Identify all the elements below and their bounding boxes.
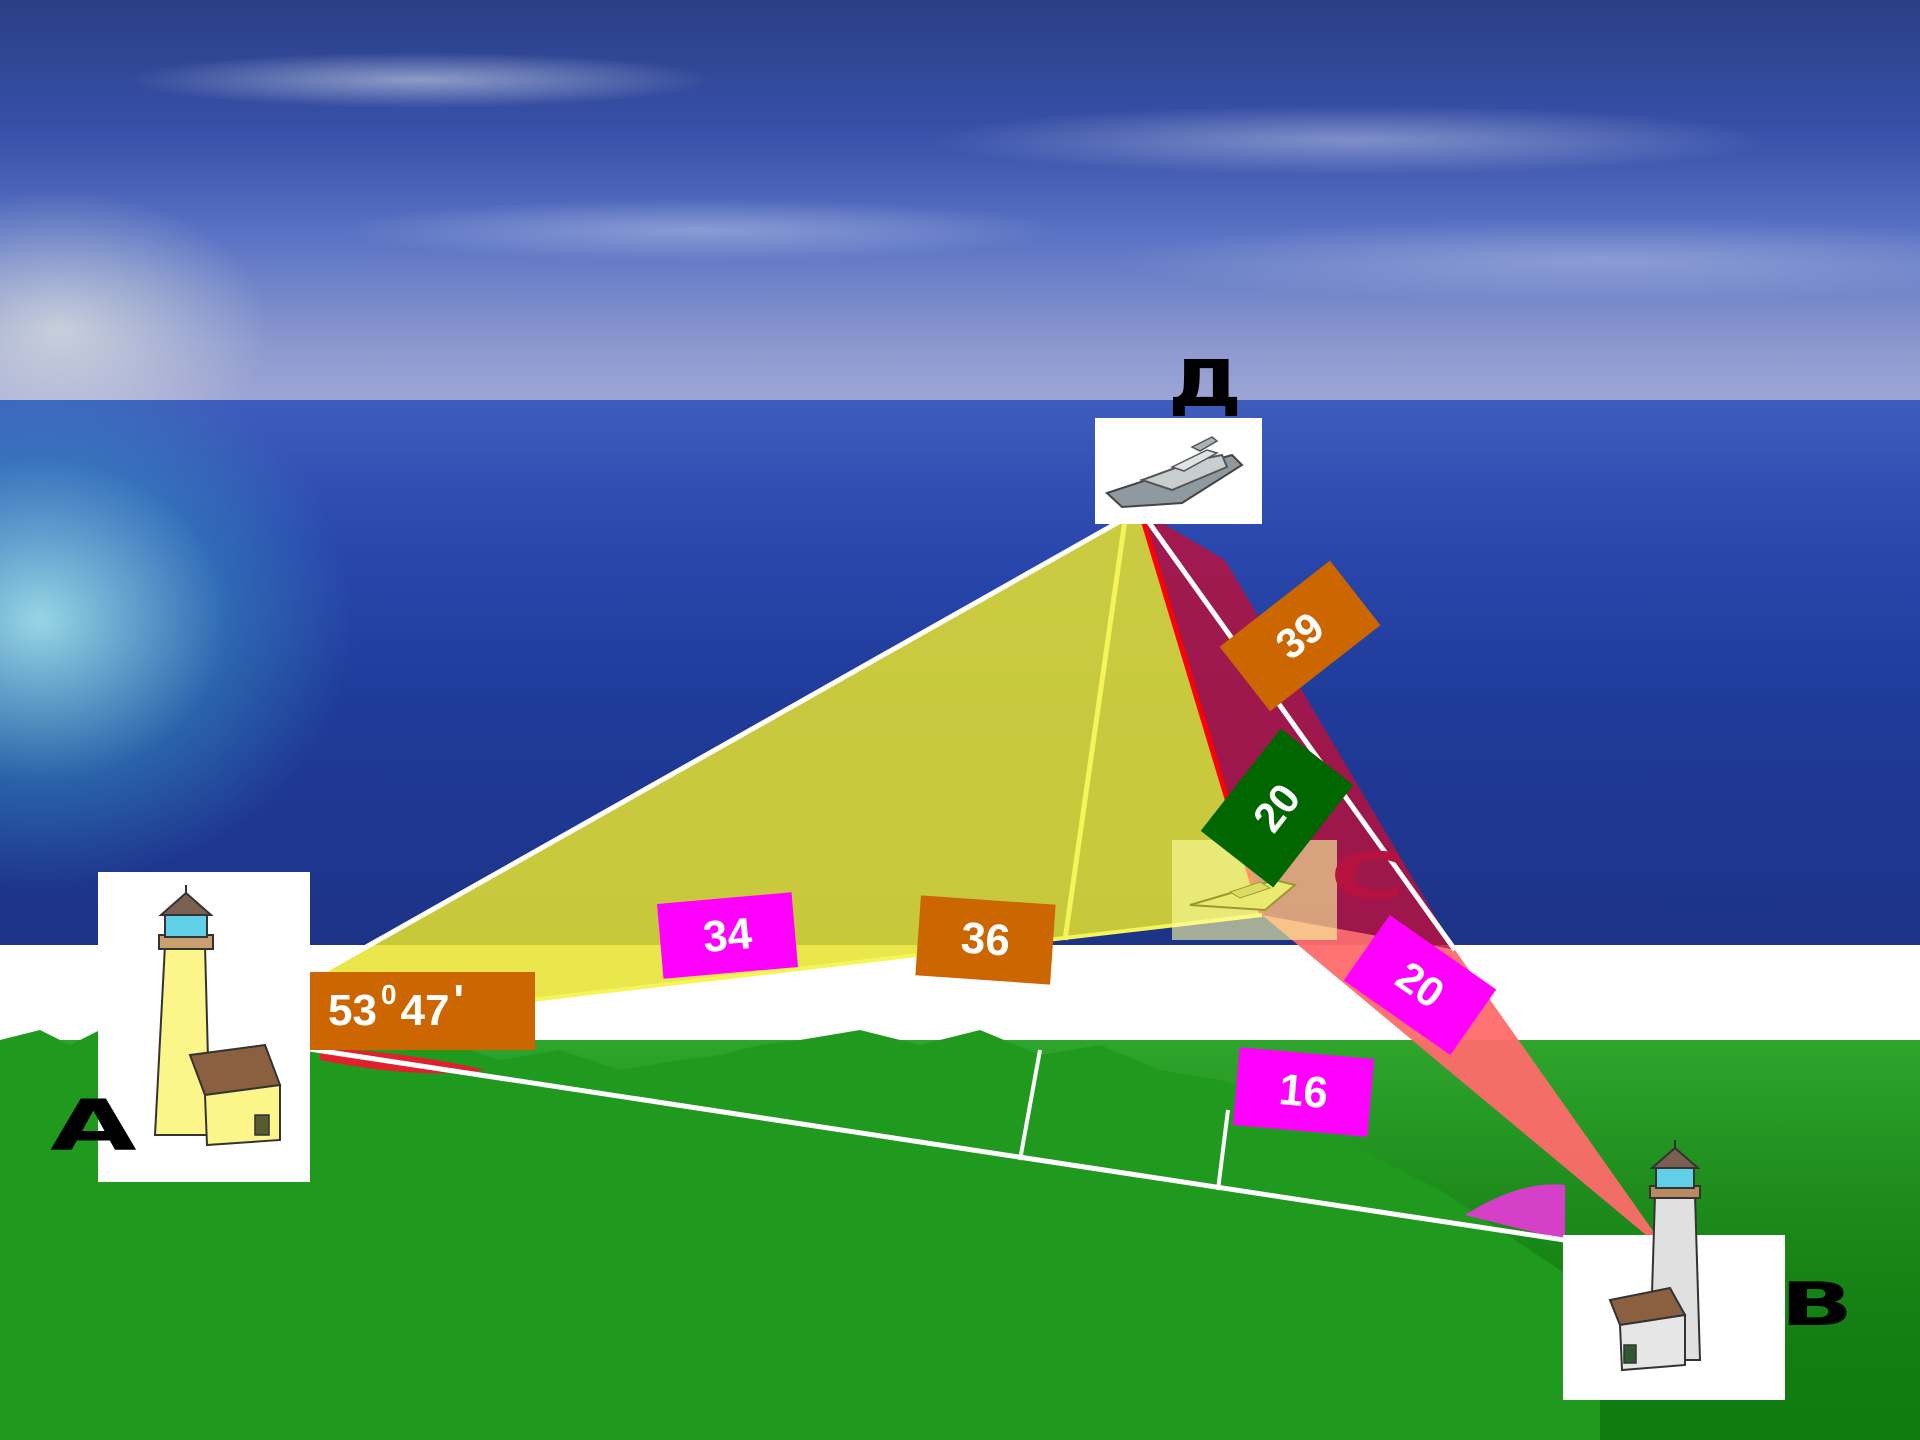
line-ab (249, 1037, 1631, 1253)
line-ad-inner (1062, 519, 1128, 941)
grass-edge (0, 1020, 1600, 1440)
lighthouse-icon (1608, 1140, 1702, 1372)
tick-ab-2 (1216, 1109, 1230, 1191)
angle-minutes: 47 (400, 986, 450, 1035)
vertex-label-c: С (1330, 840, 1406, 914)
lighthouse-icon (153, 885, 282, 1147)
triangle-cb (1262, 915, 1670, 1255)
tick-ab-1 (1018, 1049, 1042, 1161)
clouds (0, 0, 1920, 430)
label-ab-16: 16 (1232, 1047, 1375, 1137)
vertex-label-d: Д (1168, 348, 1243, 422)
ship-icon (1105, 436, 1244, 509)
label-ad-34: 34 (656, 892, 799, 979)
angle-degrees: 53 (328, 986, 377, 1035)
label-ad-36: 36 (915, 895, 1056, 985)
vertex-label-b: В (1780, 1270, 1854, 1340)
ship-icon (1189, 878, 1298, 912)
line-ad (203, 507, 1142, 1041)
degree-mark: 0 (380, 979, 397, 1010)
angle-arc-b (1465, 1184, 1565, 1240)
label-angle-a: 53 0 47 ' (310, 972, 535, 1050)
vertex-label-a: А (50, 1085, 137, 1167)
minute-mark: ' (453, 976, 464, 1025)
line-db (1137, 508, 1458, 952)
